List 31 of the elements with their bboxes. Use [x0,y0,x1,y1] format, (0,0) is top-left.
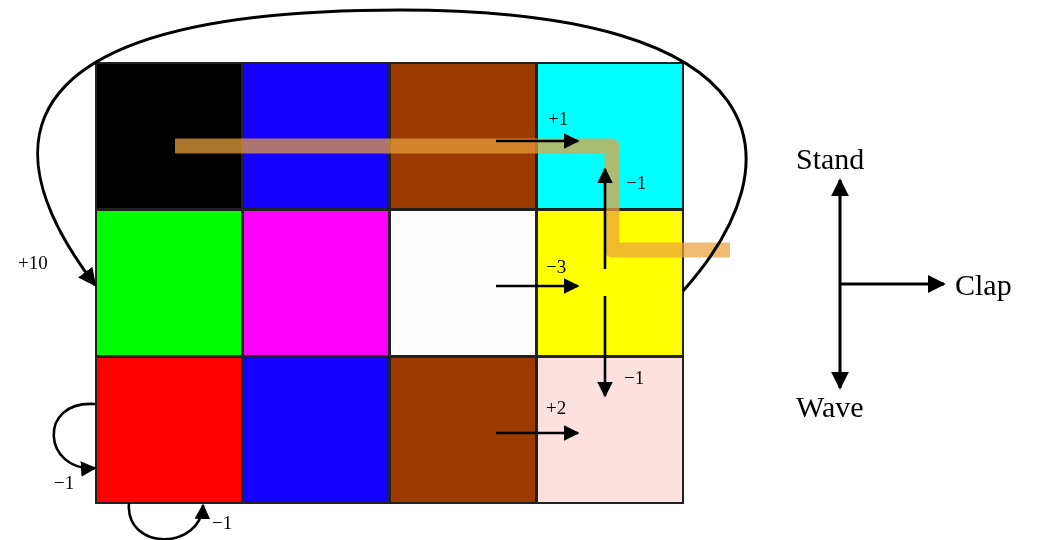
action-label: Wave [796,390,864,424]
arrow [597,296,613,398]
grid-cell [536,356,684,504]
edge-label: −3 [546,256,567,278]
grid-cell [536,209,684,357]
arrow [52,402,97,476]
grid-cell [242,209,390,357]
edge-label: +10 [18,252,48,274]
grid-cell [389,62,537,210]
action-label: Clap [955,268,1012,302]
edge-label: +1 [548,108,569,130]
grid-cell [536,62,684,210]
grid-cell [95,209,243,357]
edge-label: −1 [212,512,233,534]
grid-cell [389,209,537,357]
grid-cell [242,356,390,504]
grid-cell [389,356,537,504]
grid-cell [95,62,243,210]
arrow [597,167,613,269]
grid-cell [242,62,390,210]
arrow [496,133,580,149]
arrow [496,425,580,441]
arrow [127,502,209,540]
arrow [37,8,747,292]
grid-cell [95,356,243,504]
edge-label: −1 [54,472,75,494]
edge-label: +2 [546,397,567,419]
arrow [496,278,580,294]
action-label: Stand [796,142,865,176]
edge-label: −1 [624,367,645,389]
edge-label: −1 [626,172,647,194]
